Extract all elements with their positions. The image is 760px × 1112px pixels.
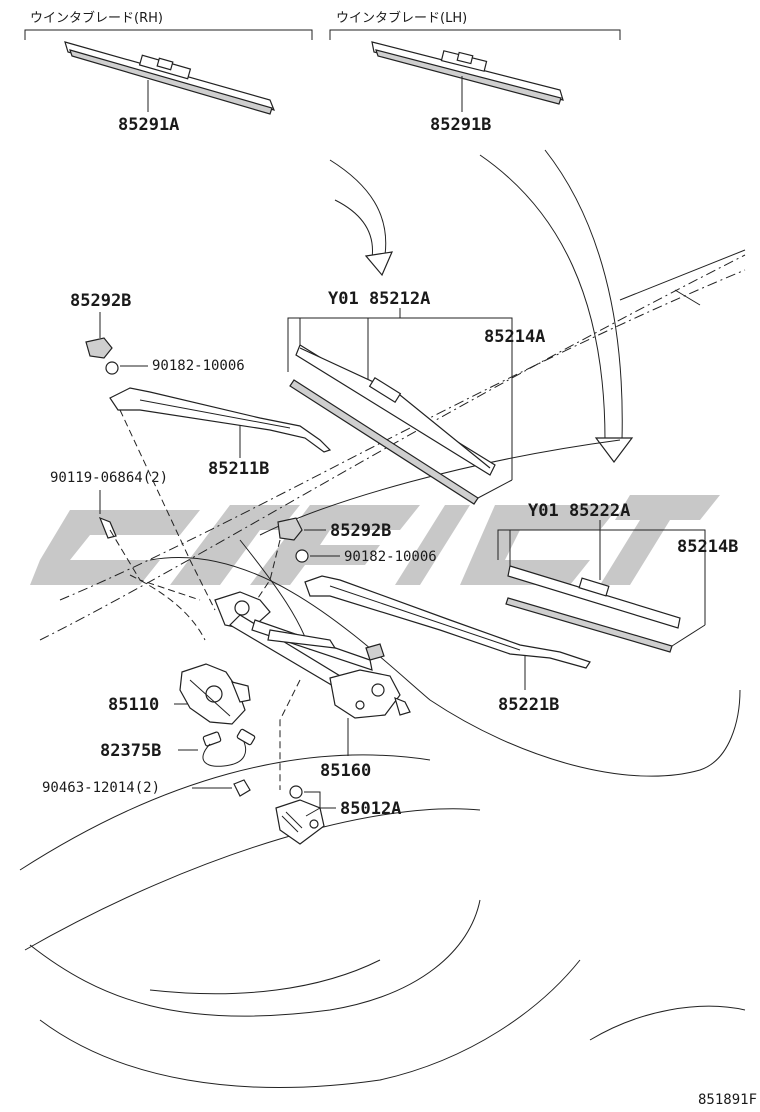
wiper-bracket (275, 785, 325, 845)
arrow-to-rh-blade (329, 159, 393, 277)
bolt-90463 (233, 779, 251, 797)
pivot-cap-lh (277, 517, 303, 541)
label-90463: 90463-12014(2) (42, 780, 160, 796)
label-90182-top: 90182-10006 (152, 358, 245, 374)
diagram-code: 851891F (698, 1092, 757, 1108)
label-85221B: 85221B (498, 695, 559, 715)
winter-blade-lh (371, 41, 564, 112)
header-rh-bracket (24, 29, 313, 40)
winter-blade-rh (64, 41, 276, 115)
wiper-linkage (109, 409, 411, 719)
nut-rh (105, 361, 119, 375)
label-Y01-85212A: Y01 85212A (328, 289, 430, 309)
label-90182-mid: 90182-10006 (344, 549, 437, 565)
wiper-arm-rh (109, 387, 332, 453)
label-85291B: 85291B (430, 115, 491, 135)
header-lh-bracket (329, 29, 621, 40)
vehicle-body-outline (19, 249, 746, 1088)
nut-lh (295, 549, 309, 563)
label-85110: 85110 (108, 695, 159, 715)
wiper-blade-lh (505, 565, 681, 653)
arrow-to-lh-blade (479, 149, 634, 463)
label-85012A: 85012A (340, 799, 401, 819)
label-85214B: 85214B (677, 537, 738, 557)
pivot-cap-rh (85, 337, 113, 359)
label-85214A: 85214A (484, 327, 545, 347)
watermark-logo (30, 495, 720, 585)
label-85160: 85160 (320, 761, 371, 781)
label-82375B: 82375B (100, 741, 161, 761)
label-85291A: 85291A (118, 115, 179, 135)
wire-harness (202, 728, 256, 767)
label-90119: 90119-06864(2) (50, 470, 168, 486)
header-lh: ウインタブレード(LH) (336, 10, 467, 26)
label-85211B: 85211B (208, 459, 269, 479)
wiper-blade-rh (289, 344, 496, 505)
wiper-arm-lh (304, 575, 591, 669)
wiper-motor (179, 663, 251, 725)
label-85292B-top: 85292B (70, 291, 131, 311)
label-Y01-85222A: Y01 85222A (528, 501, 630, 521)
bracket-85222A (497, 529, 706, 625)
guide-bracket (279, 679, 301, 790)
header-rh: ウインタブレード(RH) (30, 10, 163, 26)
label-85292B-mid: 85292B (330, 521, 391, 541)
